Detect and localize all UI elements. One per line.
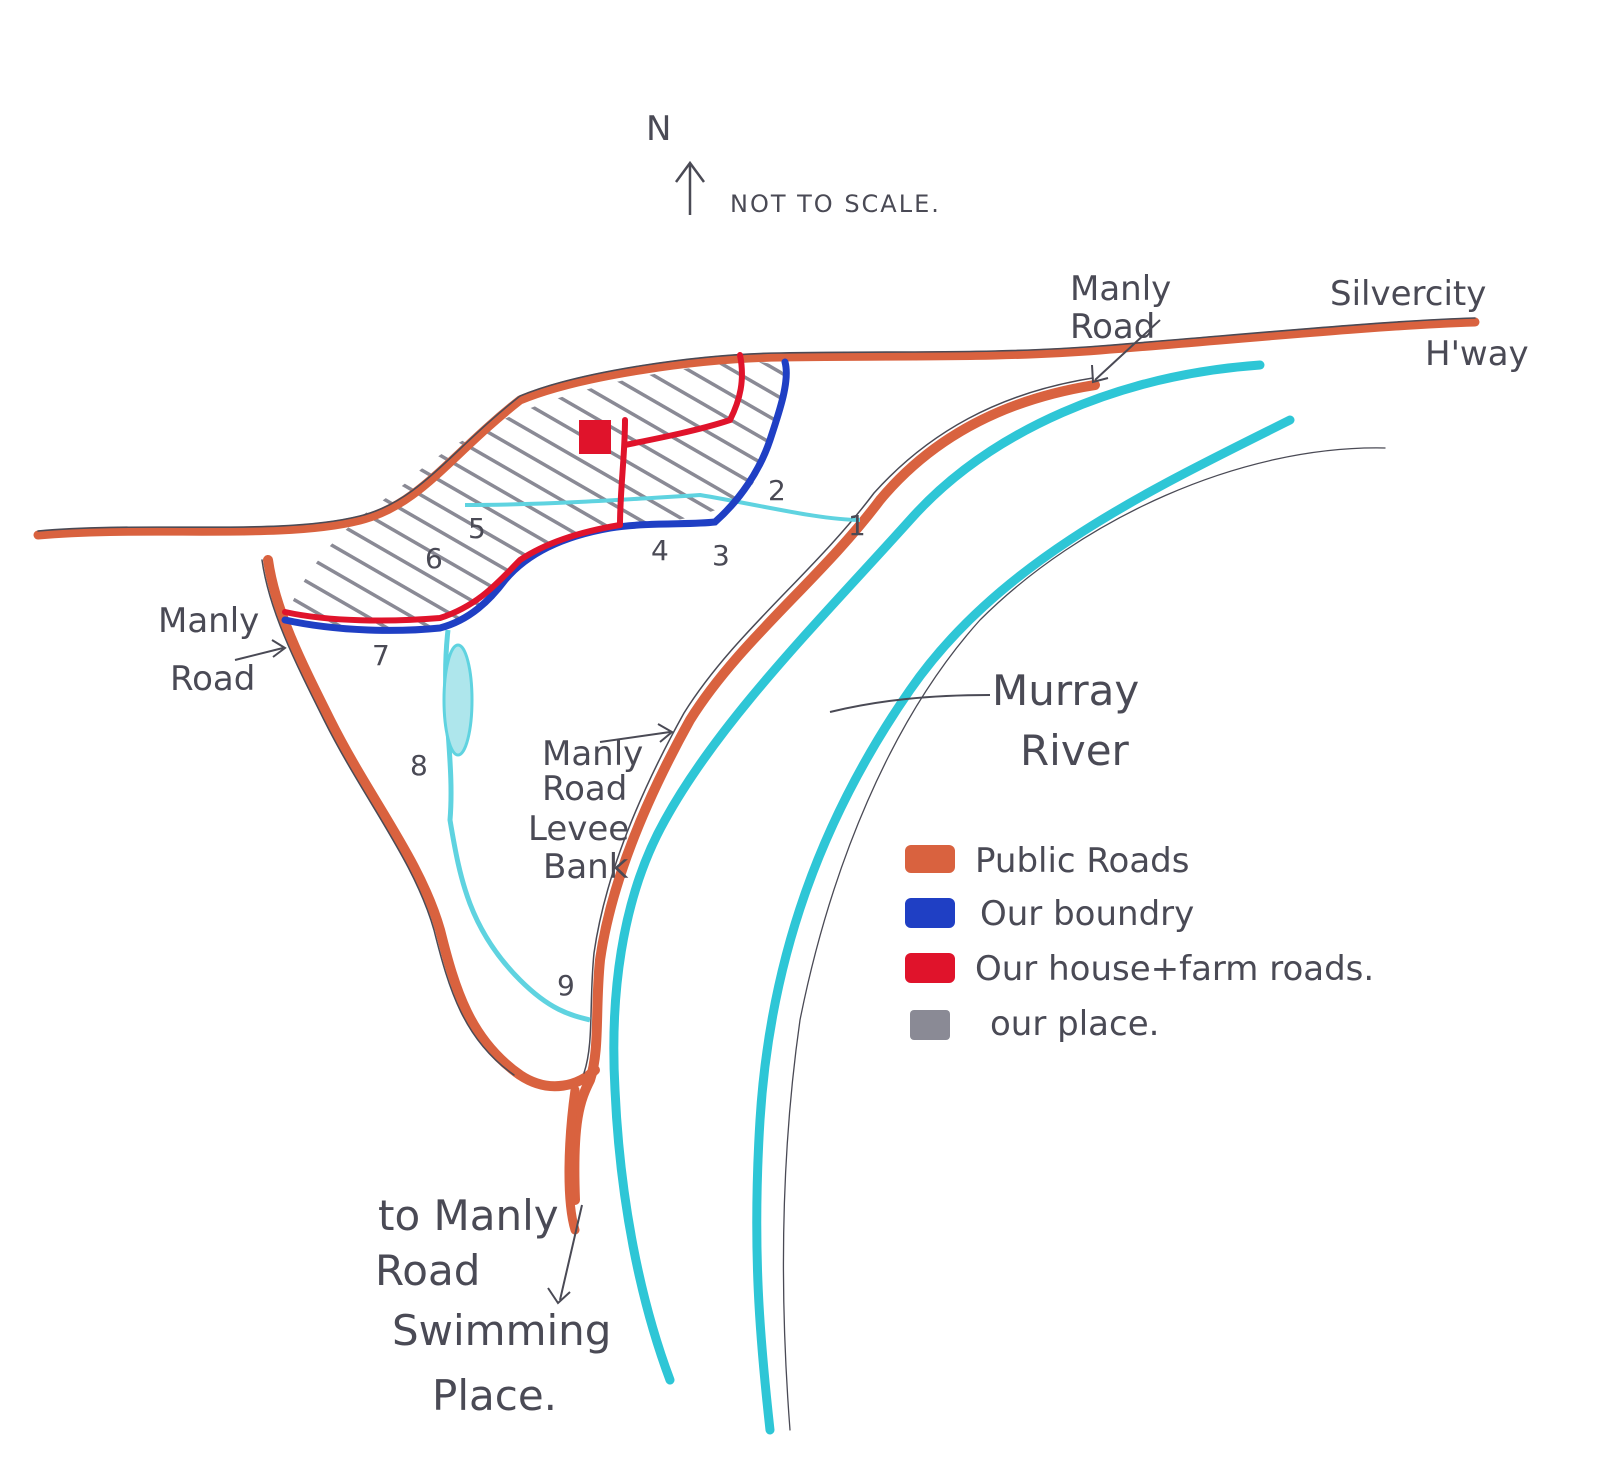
point-3: 3 [712,539,730,572]
point-labels: 1 2 3 4 5 6 7 8 9 [372,474,866,1002]
legend: Public Roads Our boundry Our house+farm … [905,841,1374,1044]
manly-road-west [263,555,600,1092]
point-6: 6 [425,542,443,575]
legend-swatch-farm-roads [905,953,955,983]
swimming-line1: to Manly [378,1191,559,1240]
river-bank-east [752,415,1295,1435]
legend-swatch-boundary [905,898,955,928]
levee-bank-road [569,380,1100,1205]
house-marker [579,420,611,454]
legend-swatch-public-roads [905,845,955,873]
main-road-north [33,317,1480,540]
point-4: 4 [651,534,669,567]
scale-note: NOT TO SCALE. [730,190,941,218]
silvercity-line2: H'way [1425,334,1529,374]
swimming-line2: Road [375,1246,480,1295]
point-2: 2 [768,474,786,507]
farm-roads [282,352,745,624]
legend-label-our-place: our place. [990,1004,1159,1044]
swimming-line4: Place. [432,1371,557,1420]
river-bank-west [609,360,1265,1385]
farm-road-north [622,352,745,448]
manly-road-left-line2: Road [170,659,255,699]
swimming-line3: Swimming [392,1306,611,1355]
murray-river-line1: Murray [992,666,1139,715]
manly-road-left-line1: Manly [158,601,259,641]
creek-pool [442,643,474,757]
silvercity-line1: Silvercity [1330,274,1486,314]
north-arrow: N NOT TO SCALE. [646,109,941,218]
farm-road-central [617,417,628,528]
public-roads [33,317,1480,1235]
north-label: N [646,109,671,149]
murray-river [609,360,1386,1435]
point-8: 8 [410,749,428,782]
point-1: 1 [848,509,866,542]
legend-label-farm-roads: Our house+farm roads. [975,949,1374,989]
road-to-swimming [564,1085,580,1235]
manly-road-top-line1: Manly [1070,269,1171,309]
levee-line4: Bank [543,847,629,887]
legend-label-boundary: Our boundry [980,894,1194,934]
point-9: 9 [557,969,575,1002]
levee-line1: Manly [542,734,643,774]
levee-line3: Levee [528,809,629,849]
point-5: 5 [468,512,486,545]
creek-upper [464,492,861,522]
legend-label-public-roads: Public Roads [975,841,1189,881]
manly-road-top-line2: Road [1070,307,1155,347]
our-place-area [285,361,787,631]
farm-road-south [282,522,623,624]
legend-swatch-our-place [910,1010,950,1040]
place-labels: Manly Road Silvercity H'way Manly Road M… [158,269,1529,1420]
creek [442,492,861,1023]
levee-line2: Road [542,769,627,809]
murray-river-line2: River [1020,726,1130,775]
point-7: 7 [372,639,390,672]
